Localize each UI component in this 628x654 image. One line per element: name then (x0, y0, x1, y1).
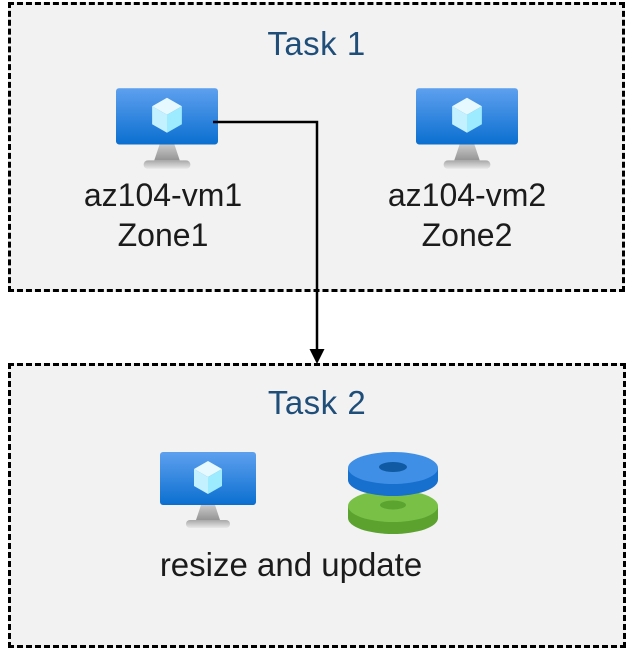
vm1-label: az104-vm1 Zone1 (13, 175, 313, 256)
vm-icon (116, 88, 218, 169)
task1-box: Task 1 az104-vm1 Zone1 az104-vm2 Zone2 (8, 2, 625, 292)
vm2-zone: Zone2 (421, 217, 513, 254)
task2-title: Task 2 (267, 384, 367, 421)
task2-caption: resize and update (159, 546, 423, 583)
task2-box: Task 2 resize and update (8, 363, 626, 648)
arrowhead-icon (309, 349, 325, 364)
vm2-label: az104-vm2 Zone2 (317, 175, 617, 256)
vm2-name: az104-vm2 (387, 177, 547, 213)
vm1-zone: Zone1 (117, 217, 209, 254)
vm-icon (416, 88, 518, 169)
vm-icon (160, 452, 256, 528)
task1-title: Task 1 (267, 25, 366, 62)
disk-stack-icon (346, 446, 440, 534)
vm1-name: az104-vm1 (83, 177, 243, 213)
